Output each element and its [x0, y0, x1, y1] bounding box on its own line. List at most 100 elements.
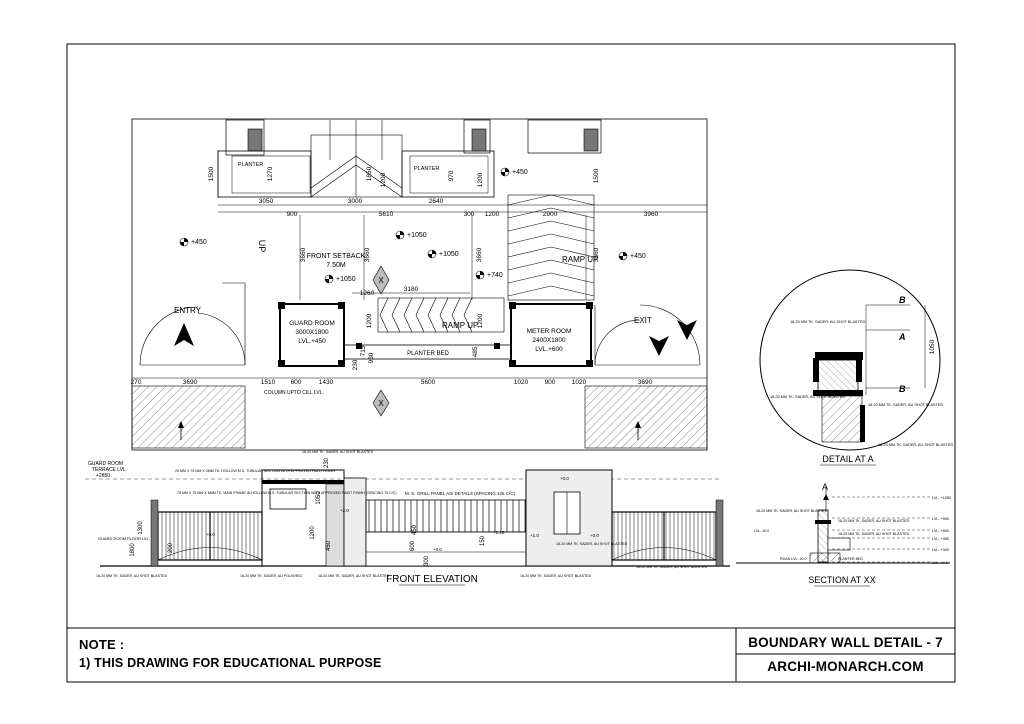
guard-room-level: LVL.+450: [298, 338, 326, 345]
level-text: LVL. +300: [932, 548, 949, 552]
dim-text: 900: [545, 379, 556, 386]
note-text: 18-20 MM TK. SADER, AU SHOT BLASTED: [556, 542, 628, 546]
site-plan: 3050 3000 2640 900 5610 300 1200 2900 39…: [131, 118, 708, 451]
dim-text: 3050: [259, 198, 274, 205]
level-text: +0.0: [560, 476, 569, 481]
detail-wall: [817, 359, 859, 393]
plan-dim-texts: 3050 3000 2640 900 5610 300 1200 2900 39…: [259, 198, 659, 297]
detail-note: 18-20 MM TK. SADER, AU SHOT BLASTED: [868, 403, 943, 407]
note-text: 18-20 MM TK. SADER, AU SHOT BLASTED: [302, 450, 374, 454]
dim-text: 2640: [429, 198, 444, 205]
level-marker: +450: [179, 237, 207, 247]
note-text: 18-20 MM TK. SADER, AU SHOT BLASTED: [636, 565, 708, 569]
section-mark-label: A: [822, 482, 828, 492]
detail-mark-a: A: [898, 332, 906, 342]
planter-right-inner: [409, 155, 489, 194]
note-text: 18-20 MM TK. SADER, AU SHOT BLASTED: [838, 519, 910, 523]
dim-text: 1510: [261, 379, 276, 386]
gate-post: [715, 499, 724, 567]
note-text: ROAD LVL. ±0.0: [780, 557, 806, 561]
meter-room-label: METER ROOM: [527, 328, 572, 335]
dim-text: 3000: [348, 198, 363, 205]
gate-swings: [139, 282, 701, 366]
note-text: GUARD ROOM FLOOR LVL.: [98, 536, 150, 541]
section-footing: [809, 552, 841, 564]
note-text: M. S. GRILL PANEL AS/ DETAILS (SPACING 1…: [405, 491, 515, 496]
planter-label: PLANTER: [238, 162, 263, 168]
level-markers: +450 +450 +450 +1050 +1050: [179, 167, 646, 284]
dim-text: 300: [464, 211, 475, 218]
detail-note: 18-20 MM TK. SADER, AU SHOT BLASTED: [790, 320, 865, 324]
dim-text: 1050: [316, 491, 322, 505]
terrace-label: TERRACE LVL.: [92, 467, 127, 473]
detail-dim: 1050: [929, 339, 936, 354]
section-mark-bottom: X: [372, 389, 390, 417]
dim-text: 1200: [380, 172, 387, 187]
meter-room-dims: 2400X1800: [532, 337, 566, 344]
sheet-border: [66, 43, 956, 683]
detail-note: 18-20 MM TK. SADER, AU SHOT BLASTED: [770, 395, 845, 399]
dim-text: 150: [480, 535, 486, 546]
dim-text: 3690: [183, 379, 198, 386]
column-left: [247, 128, 263, 152]
guard-room-side: [325, 483, 345, 567]
level-text: +1050: [407, 232, 427, 239]
detail-circle: [759, 269, 941, 451]
dim-text: 1300: [138, 521, 144, 535]
note-text: 18-20 MM TK. SADER, AU POLISHED: [240, 574, 302, 578]
dim-text: 1200: [366, 313, 373, 328]
level-text: +2.0: [340, 508, 349, 513]
dim-text: 970: [448, 170, 455, 181]
top-block-right: [527, 119, 602, 154]
column-right: [583, 128, 599, 152]
detail-mark-b: B: [899, 295, 906, 305]
dim-text: 1500: [208, 166, 215, 181]
level-marker: +740: [475, 270, 503, 280]
dim-text: 1020: [514, 379, 529, 386]
detail-title: DETAIL AT A: [822, 454, 873, 464]
level-marker: +1050: [395, 230, 427, 240]
level-text: +740: [487, 272, 503, 279]
dim-text: 1200: [310, 526, 316, 540]
guard-room-column: [338, 302, 345, 309]
meter-room-column: [509, 360, 516, 367]
elevation-levels: +0.0 +0.0 +2.0 +1.0 +0.0 +0.0 +1.15: [206, 476, 599, 552]
plan-dimensions: [132, 150, 707, 379]
level-text: +450: [630, 253, 646, 260]
section-base: [827, 537, 851, 551]
detail-mark-b: B: [899, 384, 906, 394]
note-text: 25 MM X 75 MM X 3MM TK. HOLLOW M.S. TUBU…: [175, 469, 335, 473]
detail-note: 18-20 MM TK. SADER, AU SHOT BLASTED: [878, 443, 953, 447]
level-text: +1.0: [530, 533, 539, 538]
detail-foundation: [821, 395, 863, 443]
meter-room: [510, 303, 592, 367]
guard-room-label: GUARD ROOM: [289, 320, 335, 327]
dim-text: 3690: [638, 379, 653, 386]
dim-text: 3660: [593, 247, 600, 262]
detail-cap: [856, 358, 862, 382]
elevation-title: FRONT ELEVATION: [386, 574, 478, 585]
dim-text: 200: [168, 542, 174, 553]
note-line: 1) THIS DRAWING FOR EDUCATIONAL PURPOSE: [79, 656, 382, 670]
up-label: UP: [257, 240, 267, 253]
front-elevation: GUARD ROOM TERRACE LVL. +2850 1300 1800: [85, 450, 730, 586]
road-arrow-icon: [178, 421, 184, 428]
note-text: PLANTER BED: [838, 557, 863, 561]
dim-text: 3660: [364, 247, 371, 262]
exit-arrow-icon: [677, 320, 697, 340]
dim-text: 450: [326, 540, 332, 551]
column-mid: [471, 128, 487, 152]
level-marker: +450: [500, 167, 528, 177]
detail-at-a: B A B 1050 18-20 MM TK. SADER, AU SHOT B…: [759, 269, 953, 466]
dim-text: 485: [472, 346, 479, 357]
meter-room-column: [586, 360, 593, 367]
wall-pier: [356, 343, 362, 349]
dim-text: 1430: [319, 379, 334, 386]
note-heading: NOTE :: [79, 637, 125, 652]
dim-text: 1200: [485, 211, 500, 218]
section-mark-arrow-icon: [823, 494, 829, 500]
level-text: +450: [191, 239, 207, 246]
central-entrance-lines: [310, 120, 403, 198]
dim-text: 5610: [379, 211, 394, 218]
